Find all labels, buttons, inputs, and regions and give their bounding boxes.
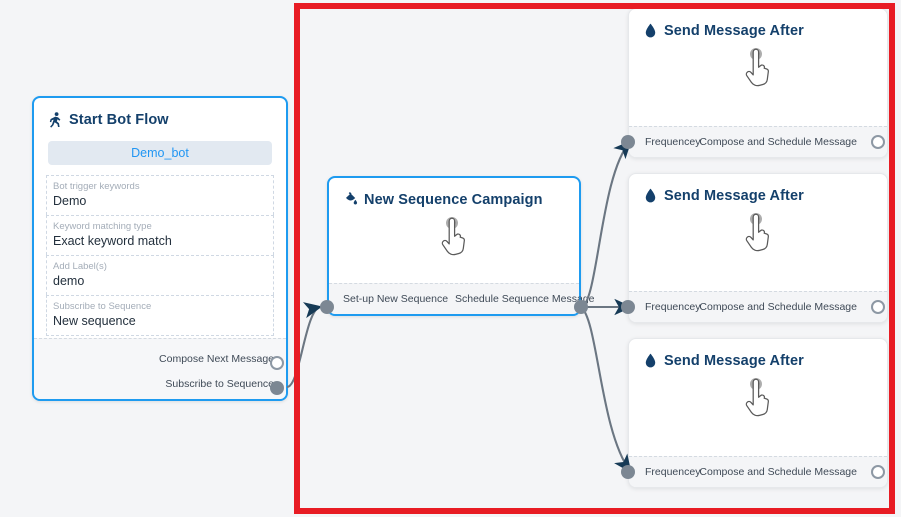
node-send-message-after-3-title-text: Send Message After (664, 352, 804, 369)
field-value: Demo (53, 194, 87, 208)
running-person-icon (48, 111, 63, 128)
pointing-hand-cursor-icon (435, 216, 473, 258)
node-send-message-after-3-title: Send Message After (629, 339, 887, 369)
node-new-sequence-campaign-title-text: New Sequence Campaign (364, 191, 543, 208)
field-bot-trigger-keywords[interactable]: Bot trigger keywords Demo (46, 175, 274, 215)
field-label: Keyword matching type (53, 221, 152, 232)
field-label: Bot trigger keywords (53, 181, 140, 192)
port-label-frequencey-1: Frequencey (645, 136, 701, 148)
send-message-after-3-footer: Frequencey Compose and Schedule Message (629, 456, 887, 487)
send-message-after-1-footer: Frequencey Compose and Schedule Message (629, 126, 887, 157)
port-frequencey-1[interactable] (621, 135, 635, 149)
field-keyword-matching-type[interactable]: Keyword matching type Exact keyword matc… (46, 215, 274, 255)
port-label-compose-and-schedule-message-3: Compose and Schedule Message (699, 466, 857, 478)
send-message-after-2-footer: Frequencey Compose and Schedule Message (629, 291, 887, 322)
field-value: New sequence (53, 314, 136, 328)
field-subscribe-to-sequence[interactable]: Subscribe to Sequence New sequence (46, 295, 274, 336)
port-label-compose-next-message: Compose Next Message (159, 353, 274, 365)
node-send-message-after-2-title: Send Message After (629, 174, 887, 204)
port-label-frequencey-3: Frequencey (645, 466, 701, 478)
port-label-frequencey-2: Frequencey (645, 301, 701, 313)
node-send-message-after-1-title-text: Send Message After (664, 22, 804, 39)
send-message-after-3-body (629, 369, 887, 431)
new-sequence-campaign-footer: Set-up New Sequence Schedule Sequence Me… (329, 283, 595, 314)
port-compose-next-message[interactable] (270, 356, 284, 370)
new-sequence-campaign-body (329, 208, 579, 270)
port-compose-and-schedule-message-1[interactable] (871, 135, 885, 149)
port-label-subscribe-to-sequence: Subscribe to Sequence (165, 378, 274, 390)
water-droplet-icon (643, 22, 658, 39)
field-value: demo (53, 274, 85, 288)
field-label: Subscribe to Sequence (53, 301, 152, 312)
node-start-bot-flow[interactable]: Start Bot Flow Demo_bot Bot trigger keyw… (32, 96, 288, 401)
node-start-bot-flow-title: Start Bot Flow (34, 98, 286, 128)
water-droplet-icon (643, 352, 658, 369)
port-label-compose-and-schedule-message-2: Compose and Schedule Message (699, 301, 857, 313)
node-new-sequence-campaign-title: New Sequence Campaign (329, 178, 579, 208)
bot-name-chip[interactable]: Demo_bot (48, 141, 272, 165)
port-label-set-up-new-sequence: Set-up New Sequence (343, 293, 449, 305)
node-send-message-after-1[interactable]: Send Message After Frequencey Compose an… (628, 8, 888, 158)
pointing-hand-cursor-icon (739, 377, 777, 419)
start-bot-flow-fields: Bot trigger keywords Demo Keyword matchi… (46, 175, 274, 336)
node-start-bot-flow-title-text: Start Bot Flow (69, 111, 169, 128)
field-add-labels[interactable]: Add Label(s) demo (46, 255, 274, 295)
port-subscribe-to-sequence[interactable] (270, 381, 284, 395)
node-new-sequence-campaign[interactable]: New Sequence Campaign Set-up New Sequenc… (327, 176, 595, 316)
node-send-message-after-3[interactable]: Send Message After Frequencey Compose an… (628, 338, 888, 488)
send-message-after-1-body (629, 39, 887, 101)
send-message-after-2-body (629, 204, 887, 266)
node-send-message-after-2[interactable]: Send Message After Frequencey Compose an… (628, 173, 888, 323)
port-compose-and-schedule-message-3[interactable] (871, 465, 885, 479)
pointing-hand-cursor-icon (739, 212, 777, 254)
start-bot-flow-footer: Compose Next Message Subscribe to Sequen… (34, 338, 286, 399)
port-frequencey-2[interactable] (621, 300, 635, 314)
water-droplet-icon (643, 187, 658, 204)
pointing-hand-cursor-icon (739, 47, 777, 89)
field-label: Add Label(s) (53, 261, 107, 272)
port-label-schedule-sequence-message: Schedule Sequence Message (455, 293, 595, 305)
node-send-message-after-1-title: Send Message After (629, 9, 887, 39)
port-compose-and-schedule-message-2[interactable] (871, 300, 885, 314)
node-send-message-after-2-title-text: Send Message After (664, 187, 804, 204)
field-value: Exact keyword match (53, 234, 172, 248)
port-set-up-new-sequence[interactable] (320, 300, 334, 314)
paint-pour-icon (343, 191, 358, 208)
port-label-compose-and-schedule-message-1: Compose and Schedule Message (699, 136, 857, 148)
port-schedule-sequence-message[interactable] (574, 300, 588, 314)
port-frequencey-3[interactable] (621, 465, 635, 479)
